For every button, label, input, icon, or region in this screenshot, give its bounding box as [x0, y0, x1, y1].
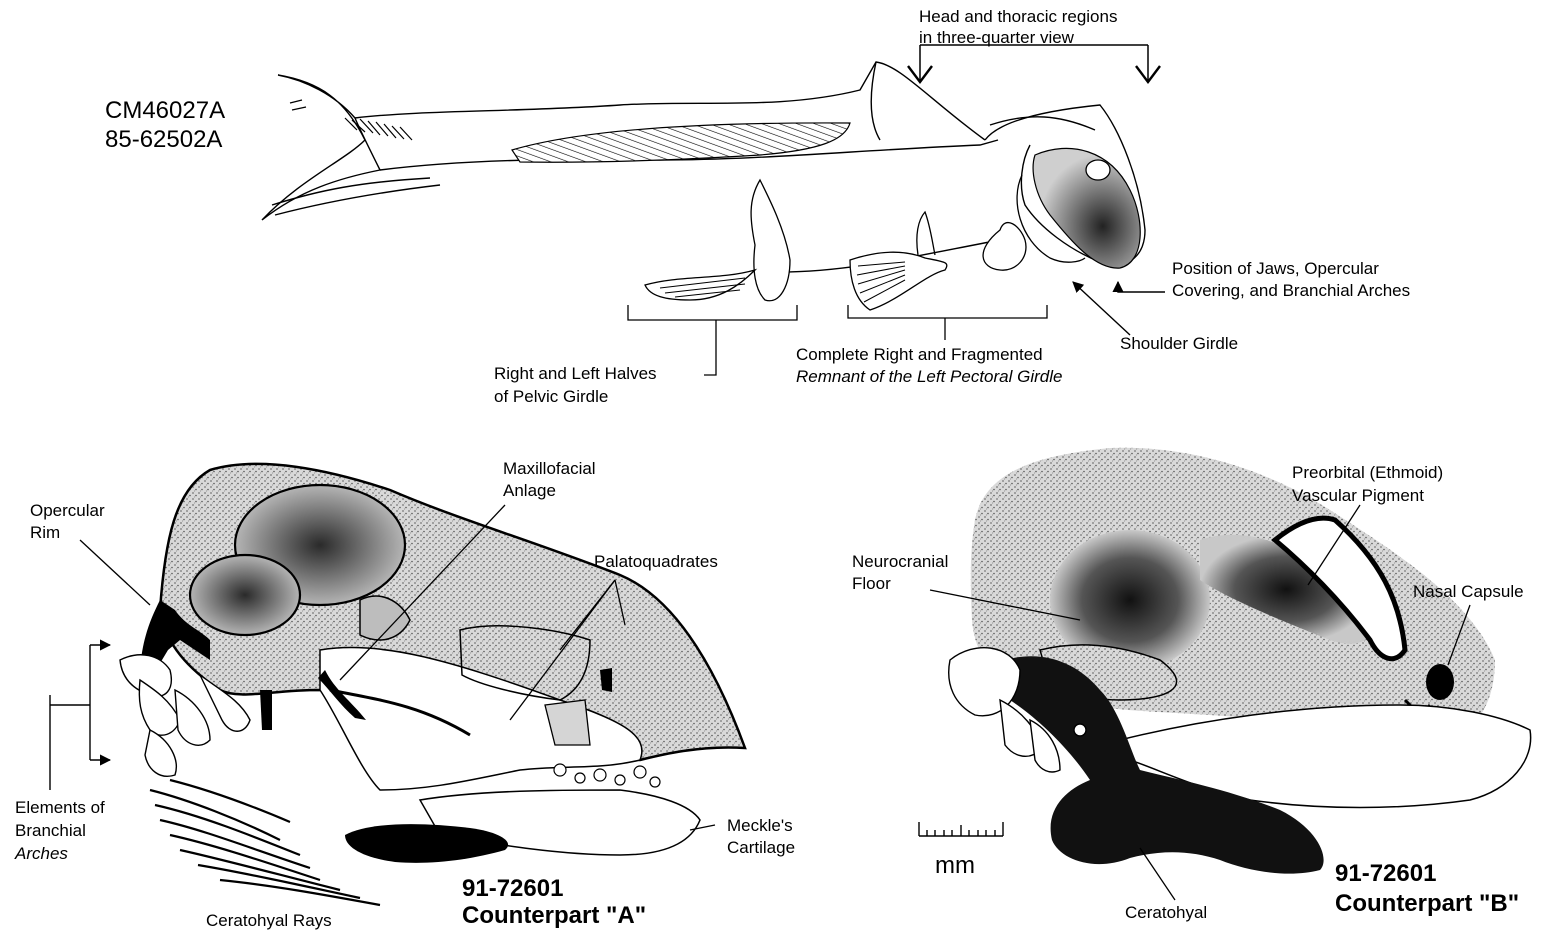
nasal-capsule-label: Nasal Capsule: [1413, 581, 1524, 603]
eye-outline: [1086, 160, 1110, 180]
preorbital-label-1: Preorbital (Ethmoid): [1292, 462, 1443, 484]
tail-rays: [290, 100, 412, 140]
opercular-rim-label-2: Rim: [30, 522, 60, 544]
palatoquadrates-label: Palatoquadrates: [594, 551, 718, 573]
panel-b-id-1: 91-72601: [1335, 860, 1436, 887]
head-region-bracket: [908, 45, 1160, 82]
panel-a-drawing: [50, 464, 745, 905]
scale-bar-unit: mm: [935, 852, 975, 879]
pectoral-label-1: Complete Right and Fragmented: [796, 344, 1043, 366]
scale-bar: [919, 822, 1003, 836]
jaws-label-2: Covering, and Branchial Arches: [1172, 280, 1410, 302]
dorsal-stripe: [512, 123, 850, 162]
pelvic-girdle: [751, 180, 790, 301]
pelvic-label-2: of Pelvic Girdle: [494, 386, 608, 408]
branchial-label-3: Arches: [15, 843, 68, 865]
neurocranial-label-1: Neurocranial: [852, 551, 948, 573]
maxillofacial-label-1: Maxillofacial: [503, 458, 596, 480]
branchial-label-1: Elements of: [15, 797, 105, 819]
maxillofacial-label-2: Anlage: [503, 480, 556, 502]
head-region-label-1: Head and thoracic regions: [919, 6, 1117, 28]
panel-b-id-2: Counterpart "B": [1335, 890, 1519, 917]
pectoral-label-2: Remnant of the Left Pectoral Girdle: [796, 366, 1062, 388]
shoulder-girdle-label: Shoulder Girdle: [1120, 333, 1238, 355]
shoulder-girdle: [983, 223, 1026, 271]
branchial-label-2: Branchial: [15, 820, 86, 842]
pelvic-label-1: Right and Left Halves: [494, 363, 657, 385]
opercular-rim-label-1: Opercular: [30, 500, 105, 522]
neurocranial-label-2: Floor: [852, 573, 891, 595]
specimen-id-2: 85-62502A: [105, 126, 222, 153]
panel-a-id-1: 91-72601: [462, 875, 563, 902]
head-region-label-2: in three-quarter view: [919, 27, 1074, 49]
preorbital-label-2: Vascular Pigment: [1292, 485, 1424, 507]
panel-a-id-2: Counterpart "A": [462, 902, 646, 929]
jaws-label-1: Position of Jaws, Opercular: [1172, 258, 1379, 280]
meckels-label-2: Cartilage: [727, 837, 795, 859]
panel-b-drawing: [919, 448, 1531, 900]
ceratohyal-label: Ceratohyal: [1125, 902, 1207, 924]
specimen-id-1: CM46027A: [105, 97, 225, 124]
meckels-label-1: Meckle's: [727, 815, 793, 837]
ceratohyal-rays-label: Ceratohyal Rays: [206, 910, 332, 932]
